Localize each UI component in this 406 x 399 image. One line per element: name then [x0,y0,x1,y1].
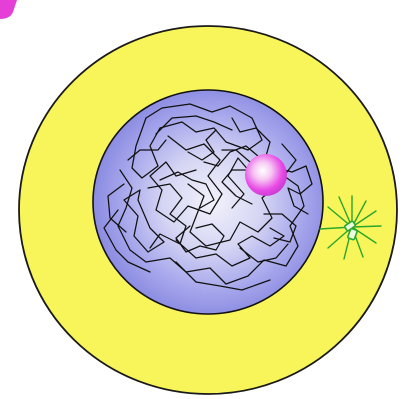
corner-tab-shape [0,0,17,19]
nucleolus-shape [245,154,287,196]
